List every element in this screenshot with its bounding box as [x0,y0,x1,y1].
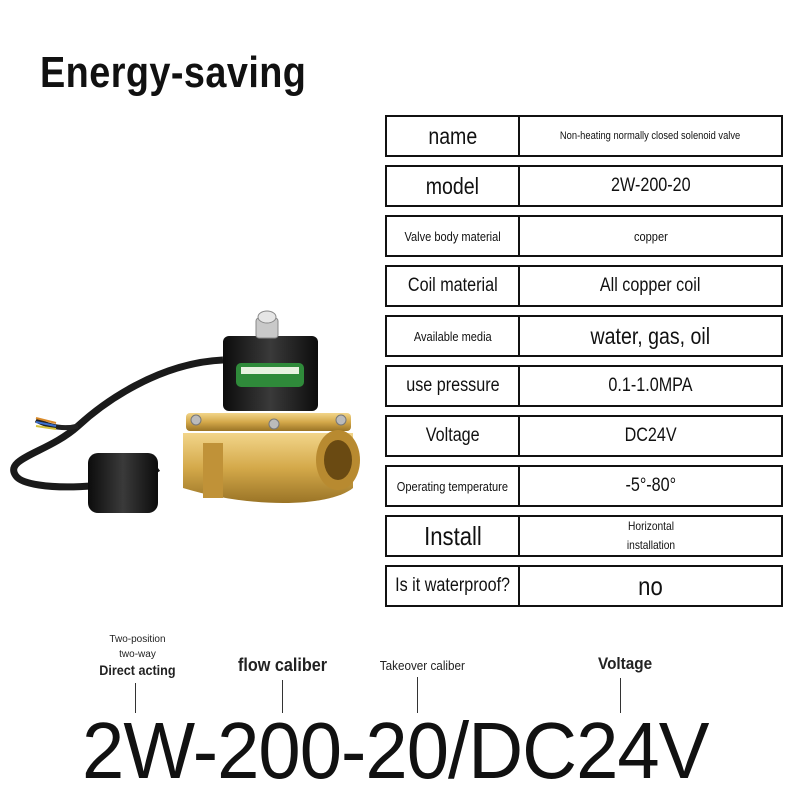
flow-pointer [282,680,283,713]
function-note-line1: Two-position [109,634,166,645]
solenoid-valve-image [10,310,360,513]
takeover-callout: Takeover caliber [365,657,480,675]
spec-key: Voltage [425,425,480,446]
spec-row-name: name Non-heating normally closed solenoi… [385,115,783,157]
spec-value: Non-heating normally closed solenoid val… [560,130,741,142]
spec-value: DC24V [624,425,677,446]
function-callout: Two-position two-way Direct acting [90,632,185,680]
spec-key: Install [423,520,482,551]
spec-key: model [425,172,480,199]
voltage-label: Voltage [598,654,653,673]
spec-key: use pressure [405,375,500,396]
spec-value: 0.1-1.0MPA [608,375,693,396]
spec-value: no [638,570,663,601]
function-label: Direct acting [99,662,176,678]
spec-row-media: Available media water, gas, oil [385,315,783,357]
spec-value: Horizontal installation [626,519,675,552]
spec-row-waterproof: Is it waterproof? no [385,565,783,607]
spec-key: Coil material [407,275,498,296]
spec-key: Valve body material [404,228,501,244]
spec-row-voltage: Voltage DC24V [385,415,783,457]
takeover-label: Takeover caliber [379,658,466,673]
spec-value: copper [633,228,668,244]
spec-key: Available media [413,328,492,344]
spec-value: water, gas, oil [590,322,711,349]
voltage-pointer [620,678,621,713]
spec-key: Operating temperature [396,478,509,494]
spec-value: All copper coil [600,275,701,296]
flow-callout: flow caliber [228,655,338,676]
headline: Energy-saving [40,48,307,97]
spec-row-coil-material: Coil material All copper coil [385,265,783,307]
spec-row-model: model 2W-200-20 [385,165,783,207]
spec-value: 2W-200-20 [610,175,691,196]
spec-row-body-material: Valve body material copper [385,215,783,257]
spec-row-install: Install Horizontal installation [385,515,783,557]
spec-key: name [428,122,477,149]
spec-key: Is it waterproof? [395,575,510,596]
spec-row-pressure: use pressure 0.1-1.0MPA [385,365,783,407]
spec-row-temperature: Operating temperature -5°-80° [385,465,783,507]
model-code: 2W-200-20/DC24V [82,706,709,795]
flow-label: flow caliber [238,655,328,675]
spec-value: -5°-80° [625,475,676,496]
voltage-callout: Voltage [578,654,673,674]
function-pointer [135,683,136,713]
function-note-line2: two-way [119,649,156,660]
takeover-pointer [417,677,418,713]
